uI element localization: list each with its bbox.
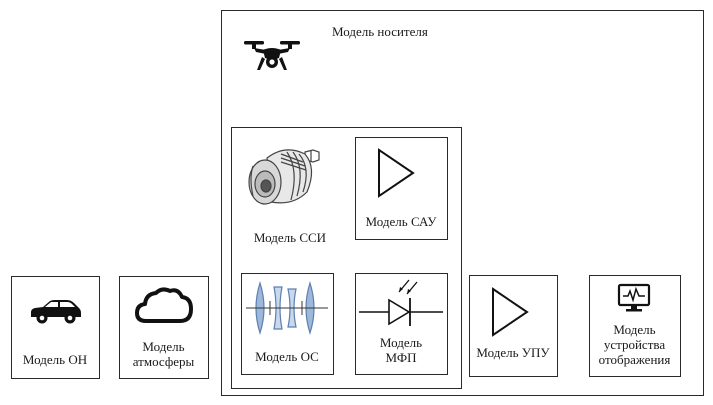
monitor-icon bbox=[617, 283, 651, 312]
drone-icon bbox=[244, 41, 300, 70]
os-model-label: Модель ОС bbox=[255, 349, 319, 364]
display-model-box: Модель устройства отображения bbox=[589, 275, 681, 377]
sau-model-box: Модель САУ bbox=[355, 137, 448, 240]
os-model-box: Модель ОС bbox=[241, 273, 334, 375]
upu-model-box: Модель УПУ bbox=[469, 275, 558, 377]
mfp-model-box: Модель МФП bbox=[355, 273, 448, 375]
amplifier-triangle-icon bbox=[492, 287, 529, 337]
car-icon bbox=[31, 300, 81, 324]
atmosphere-model-label-line2: атмосферы bbox=[132, 354, 195, 369]
lens-system-icon bbox=[246, 281, 328, 335]
photodiode-icon bbox=[359, 279, 443, 326]
mfp-model-label-line1: Модель bbox=[379, 335, 423, 350]
carrier-model-label: Модель носителя bbox=[332, 24, 428, 39]
atmosphere-model-label-line1: Модель bbox=[142, 339, 185, 354]
mfp-model-label-line2: МФП bbox=[385, 350, 417, 365]
display-model-label-line1: Модель bbox=[613, 322, 656, 337]
sau-model-label: Модель САУ bbox=[365, 214, 437, 229]
cloud-icon bbox=[135, 287, 193, 323]
upu-model-label: Модель УПУ bbox=[476, 345, 550, 360]
amplifier-triangle-icon bbox=[378, 148, 415, 198]
ssi-model-label: Модель ССИ bbox=[253, 230, 327, 245]
atmosphere-model-box: Модель атмосферы bbox=[119, 276, 209, 379]
target-model-box: Модель ОН bbox=[11, 276, 100, 379]
camera-icon bbox=[248, 149, 320, 205]
display-model-label-line3: отображения bbox=[598, 352, 671, 367]
display-model-label-line2: устройства bbox=[603, 337, 666, 352]
target-model-label: Модель ОН bbox=[22, 352, 88, 367]
